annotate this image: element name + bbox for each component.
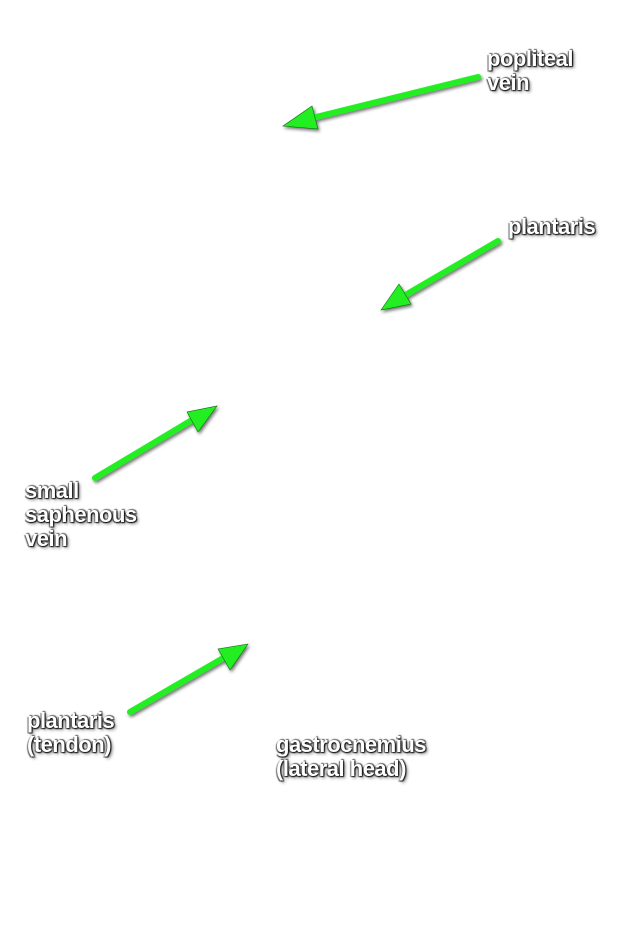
label-line: gastrocnemius — [276, 732, 427, 757]
label-line: plantaris — [27, 708, 115, 733]
label-plantaris-tendon: plantaris (tendon) — [27, 708, 115, 757]
label-line: popliteal — [487, 46, 573, 71]
label-gastrocnemius-lateral-head: gastrocnemius (lateral head) — [276, 732, 427, 781]
label-line: vein — [487, 70, 530, 95]
arrow-plantaris — [380, 238, 501, 311]
label-line: saphenous — [25, 502, 137, 527]
label-line: vein — [25, 526, 68, 551]
label-line: (lateral head) — [276, 756, 406, 781]
label-line: small — [25, 478, 79, 503]
arrow-plantaris-tendon — [127, 643, 249, 715]
arrow-small-saphenous-vein — [92, 405, 218, 481]
label-small-saphenous-vein: small saphenous vein — [25, 479, 137, 551]
label-line: (tendon) — [27, 732, 111, 757]
label-line: plantaris — [508, 214, 596, 239]
arrow-popliteal-vein — [282, 74, 481, 130]
label-popliteal-vein: popliteal vein — [487, 47, 573, 95]
label-plantaris: plantaris — [508, 214, 596, 239]
